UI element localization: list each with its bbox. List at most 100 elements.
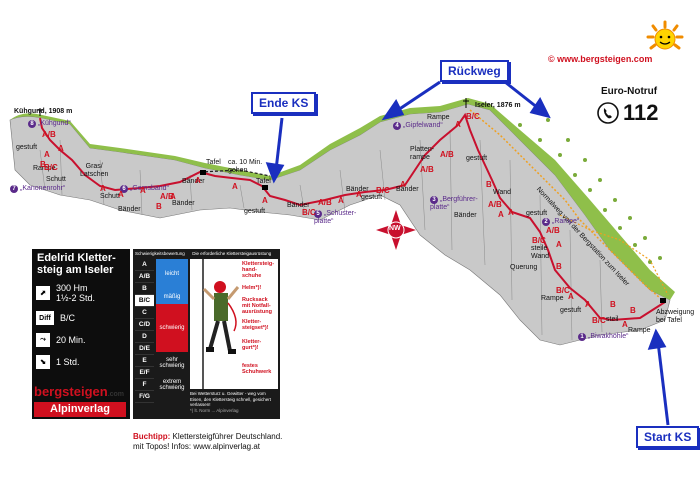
emergency-number-box: 112 <box>597 100 659 126</box>
scale-grade: B/C <box>135 295 154 307</box>
approach-icon: ⤳ <box>36 333 50 347</box>
logo-alpinverlag: Alpinverlag <box>34 402 126 417</box>
buchtipp-link[interactable]: mit Topos! Infos: www.alpinverlag.at <box>133 442 261 451</box>
info-card: Edelrid Kletter- steig am Iseler ⬈ 300 H… <box>32 249 130 419</box>
phone-icon <box>597 102 619 124</box>
route-grade: A/B <box>42 130 56 139</box>
route-grade: A <box>356 190 362 199</box>
band-schwierig: schwierig <box>156 304 188 352</box>
equip-schuhwerk: festes Schuhwerk <box>242 363 272 375</box>
scale-grade: F <box>135 379 154 391</box>
tafel-marker-2 <box>262 185 268 190</box>
route-grade: A <box>100 184 106 193</box>
logo-bergsteigen: bergsteigen.com <box>34 384 125 399</box>
descent-icon: ⬊ <box>36 355 50 369</box>
label-gestuft-3: gestuft <box>361 194 383 201</box>
label-rampe: Rampe <box>33 165 56 172</box>
difficulty-icon: Diff <box>36 311 54 325</box>
band-leicht: leicht <box>156 259 188 289</box>
normalweg-path <box>469 109 661 299</box>
label-abzweigung: Abzweigung bei Tafel <box>656 309 695 324</box>
label-schutt-2: Schutt <box>100 193 120 200</box>
route-grade: B/C <box>44 163 58 172</box>
poi-kanonenrohr: 7„Kanonenrohr“ <box>10 185 65 193</box>
tafel-marker-3 <box>660 298 666 303</box>
card-row-approach: ⤳ 20 Min. <box>36 333 86 347</box>
poi-biwakhoehle: 1„Biwakhöhle“ <box>578 333 628 341</box>
tafel-marker-1 <box>200 170 206 175</box>
label-rampe-4: Rampe <box>628 327 651 334</box>
label-steile-wand: steile Wand <box>531 245 550 260</box>
card-row-difficulty: Diff B/C <box>36 311 75 325</box>
equip-klettergurt: Kletter- gurt*)! <box>242 339 262 351</box>
route-grade: A <box>585 300 591 309</box>
route-grade: A/B <box>440 150 454 159</box>
route-grade: B/C <box>592 316 606 325</box>
scale-footer: Bei Wettersturz u. Gewitter - weg vom Ei… <box>190 391 272 413</box>
arrows <box>265 80 670 426</box>
route-grade: A <box>622 320 628 329</box>
compass-label: NW <box>389 225 401 232</box>
label-tafel: Tafel <box>206 159 221 166</box>
equip-rucksack: Rucksack mit Notfall- ausrüstung <box>242 297 272 315</box>
descent-line <box>199 169 271 177</box>
label-rampe-3: Rampe <box>541 295 564 302</box>
poi-schusterplatte: 5„Schuster- platte“ <box>314 210 357 225</box>
callout-ende-ks: Ende KS <box>251 92 317 114</box>
scale-grade: A/B <box>135 271 154 283</box>
route-grade: B <box>40 160 46 169</box>
scale-grade: D <box>135 331 154 343</box>
rock-texture <box>39 129 603 341</box>
label-tafel-2: Tafel <box>256 178 271 185</box>
summit-cross-iseler <box>463 98 469 108</box>
normalweg-path-2 <box>559 214 669 296</box>
poi-rampe: 2„Rampe“ <box>542 218 579 226</box>
summit-cross-kuehgund <box>37 108 43 116</box>
copyright-url[interactable]: © www.bergsteigen.com <box>548 54 653 64</box>
label-baender: Bänder <box>118 206 141 213</box>
climber-figure: Klettersteig- hand- schuhe Helm*)! Rucks… <box>190 259 278 389</box>
route-grade: B <box>486 180 492 189</box>
route-grade: A/B <box>318 198 332 207</box>
band-extrem-schwierig: extrem schwierig <box>159 379 185 391</box>
route-grade: B <box>610 300 616 309</box>
poi-bergfuehrerplatte: 3„Bergführer- platte“ <box>430 196 478 211</box>
band-sehr-schwierig: sehr schwierig <box>159 357 185 369</box>
label-baender-6: Bänder <box>396 186 419 193</box>
label-baender-4: Bänder <box>287 202 310 209</box>
route-grade: A <box>170 192 176 201</box>
route-grade: A <box>44 150 50 159</box>
poi-gemsband: 6„Gemsband“ <box>120 185 169 193</box>
callout-start-ks: Start KS <box>636 426 700 448</box>
route-grade: A <box>195 176 201 185</box>
label-steil: steil <box>606 316 619 323</box>
equip-handschuhe: Klettersteig- hand- schuhe <box>242 261 275 279</box>
poi-gipfelwand: 4„Gipfelwand“ <box>393 122 443 130</box>
scale-grade: D/E <box>135 343 154 355</box>
route-grade: A <box>568 292 574 301</box>
label-baender-5: Bänder <box>346 186 369 193</box>
route-grade: B/C <box>466 112 480 121</box>
ascent-icon: ⬈ <box>36 286 50 300</box>
emergency-number: 112 <box>623 100 659 125</box>
grass-dots <box>518 118 662 264</box>
route-grade: A/B <box>420 165 434 174</box>
route-grade: A <box>508 208 514 217</box>
route-grade: B/C <box>556 286 570 295</box>
label-schutt: Schutt <box>46 176 66 183</box>
route-grade: A <box>118 190 124 199</box>
climber-icon <box>202 259 240 389</box>
band-maessig: mäßig <box>156 289 188 304</box>
card-title: Edelrid Kletter- steig am Iseler <box>37 252 116 276</box>
label-baender-7: Bänder <box>454 212 477 219</box>
scale-grade: C/D <box>135 319 154 331</box>
route-grade: B <box>630 306 636 315</box>
route-grade: A <box>262 196 268 205</box>
card-row-descent: ⬊ 1 Std. <box>36 355 80 369</box>
route-grade: B/C <box>532 236 546 245</box>
label-gestuft-6: gestuft <box>560 307 582 314</box>
emergency-title: Euro-Notruf <box>601 86 658 97</box>
buchtipp: Buchtipp: Klettersteigführer Deutschland… <box>133 432 283 451</box>
